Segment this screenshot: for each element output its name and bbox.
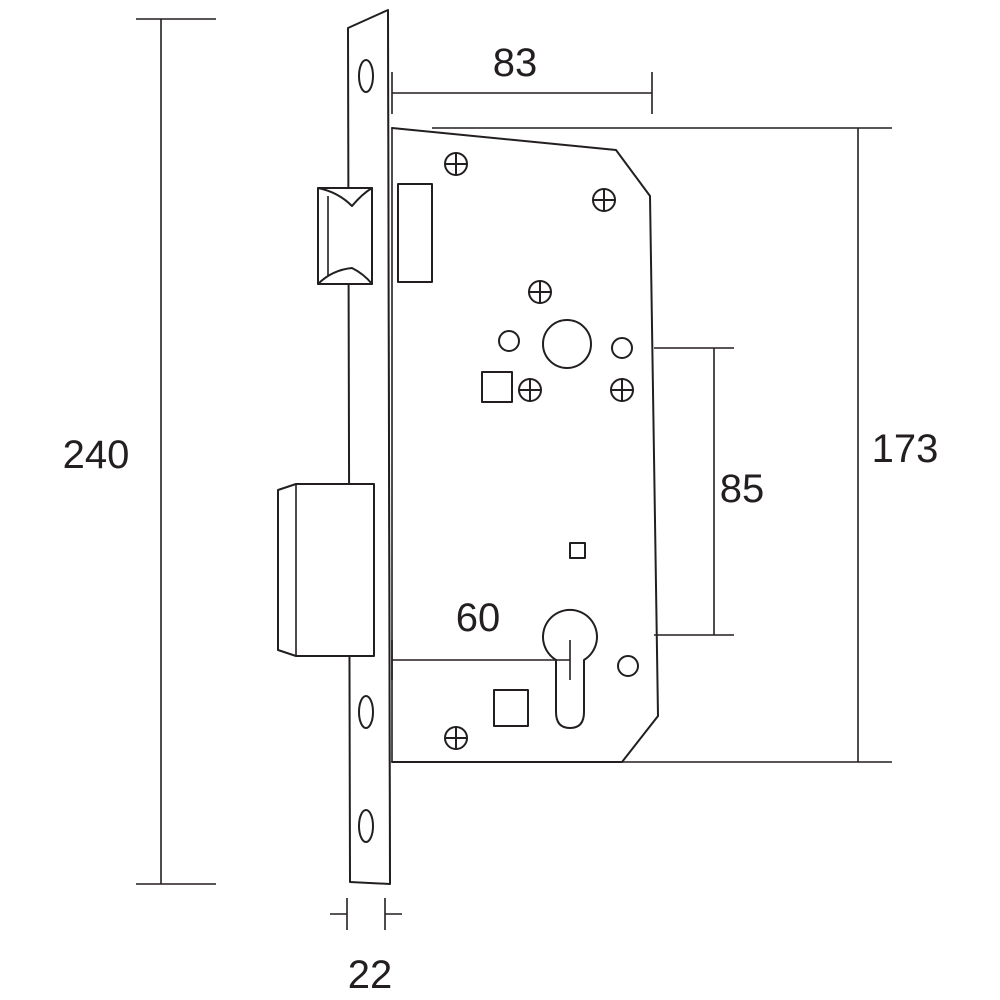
faceplate-screw-slot-middle <box>358 695 374 729</box>
dimension-label-handle-to-cylinder: 85 <box>720 467 765 511</box>
square-hole-lower <box>493 689 529 727</box>
screw-cross-icon <box>444 726 468 750</box>
screw-cross-icon <box>592 188 616 212</box>
latch-bolt <box>317 187 373 285</box>
dimension-handle-to-cylinder: 85 <box>654 347 765 636</box>
dimension-label-case-height: 173 <box>872 427 939 471</box>
dimension-label-cylinder-backset: 60 <box>456 596 501 640</box>
dimension-label-overall-height: 240 <box>63 433 130 477</box>
dimension-label-backset: 83 <box>493 41 538 85</box>
dimension-label-faceplate-width: 22 <box>348 953 393 997</box>
screw-cross-icon <box>518 378 542 402</box>
cylinder-profile <box>542 608 598 729</box>
faceplate <box>347 9 391 885</box>
faceplate-screw-slot-top <box>358 59 374 93</box>
fixing-hole-left <box>498 330 520 352</box>
small-square-hole <box>569 542 586 559</box>
dead-bolt <box>277 483 375 657</box>
screw-cross-icon <box>610 378 634 402</box>
fixing-hole-lower <box>617 655 639 677</box>
dimension-case-height: 173 <box>432 127 939 763</box>
latch-slot <box>397 183 433 283</box>
dimension-overall-height: 240 <box>63 18 216 885</box>
dimension-backset: 83 <box>391 41 653 114</box>
spindle-hole <box>542 319 592 369</box>
dimension-cylinder-backset: 60 <box>391 596 571 680</box>
dimension-faceplate-width: 22 <box>330 898 402 997</box>
square-hole <box>481 371 513 403</box>
screw-cross-icon <box>528 280 552 304</box>
fixing-hole-right <box>611 337 633 359</box>
faceplate-screw-slot-bottom <box>358 809 374 843</box>
screw-cross-icon <box>444 152 468 176</box>
